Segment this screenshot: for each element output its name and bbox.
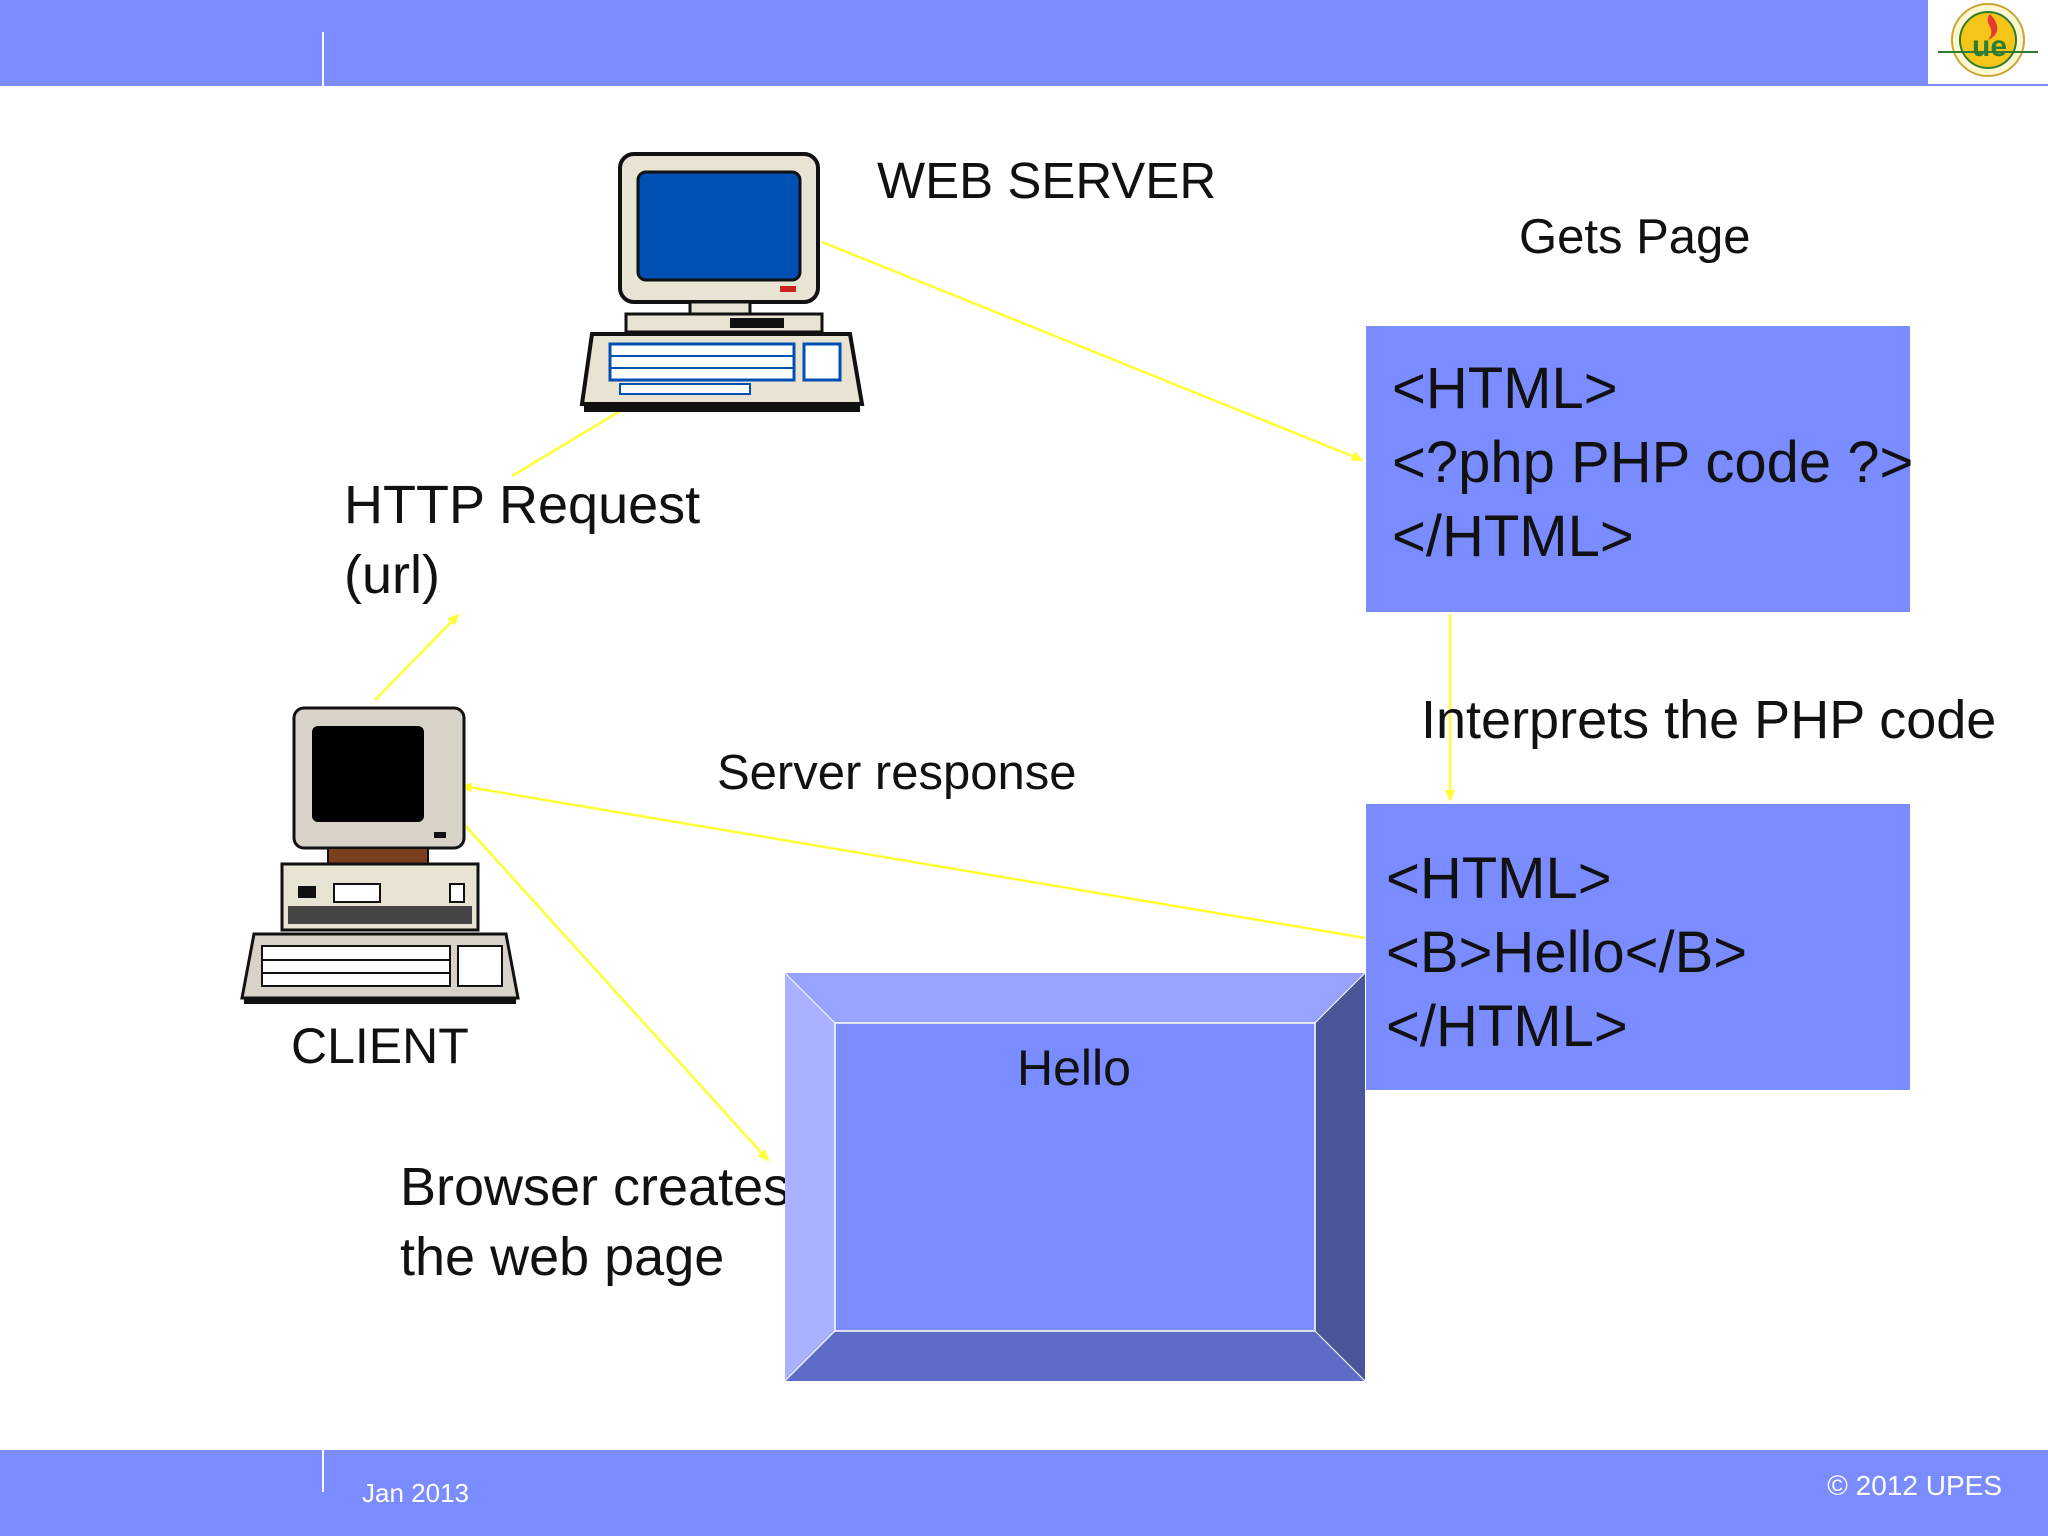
php-code-line: </HTML> <box>1392 504 1634 569</box>
php-page-box: <HTML> <?php PHP code ?> </HTML> <box>1366 326 1913 612</box>
server-computer-icon <box>579 152 865 412</box>
gets-page-label: Gets Page <box>1519 210 1751 264</box>
footer-date: Jan 2013 <box>362 1478 469 1508</box>
http-request-label: HTTP Request (url) <box>344 470 700 610</box>
output-code-line: <B>Hello</B> <box>1386 920 1748 985</box>
output-page-code: <HTML> <B>Hello</B> </HTML> <box>1386 842 1747 1064</box>
server-response-label: Server response <box>717 746 1077 800</box>
upes-logo: ue <box>1928 0 2048 84</box>
footer-copyright: © 2012 UPES <box>1827 1470 2002 1501</box>
http-request-line-1: HTTP Request <box>344 475 701 535</box>
client-computer-icon <box>240 706 520 1004</box>
arrow-client-to-request <box>374 613 460 701</box>
php-code-line: <HTML> <box>1392 356 1618 421</box>
header-bar: ue <box>0 0 2048 86</box>
php-code-line: <?php PHP code ?> <box>1392 430 1914 495</box>
footer-divider <box>322 1450 324 1492</box>
browser-window <box>785 973 1365 1381</box>
browser-hello-text: Hello <box>1017 1040 1131 1096</box>
output-page-box: <HTML> <B>Hello</B> </HTML> <box>1366 804 1910 1090</box>
arrow-server-to-page <box>821 240 1364 462</box>
web-server-label: WEB SERVER <box>877 152 1217 209</box>
http-request-line-2: (url) <box>344 545 440 605</box>
header-divider <box>322 32 324 86</box>
footer-bar: Jan 2013 © 2012 UPES <box>0 1450 2048 1536</box>
arrow-client-to-browser <box>461 821 770 1162</box>
client-label: CLIENT <box>291 1018 469 1074</box>
interprets-label: Interprets the PHP code <box>1421 690 1997 750</box>
browser-creates-label: Browser creates the web page <box>400 1152 790 1292</box>
output-code-line: </HTML> <box>1386 994 1628 1059</box>
output-code-line: <HTML> <box>1386 846 1612 911</box>
php-page-code: <HTML> <?php PHP code ?> </HTML> <box>1392 352 1913 574</box>
arrow-response-to-client <box>460 782 1366 940</box>
svg-text:ue: ue <box>1972 30 2007 63</box>
browser-creates-line-2: the web page <box>400 1227 725 1287</box>
browser-creates-line-1: Browser creates <box>400 1157 791 1217</box>
